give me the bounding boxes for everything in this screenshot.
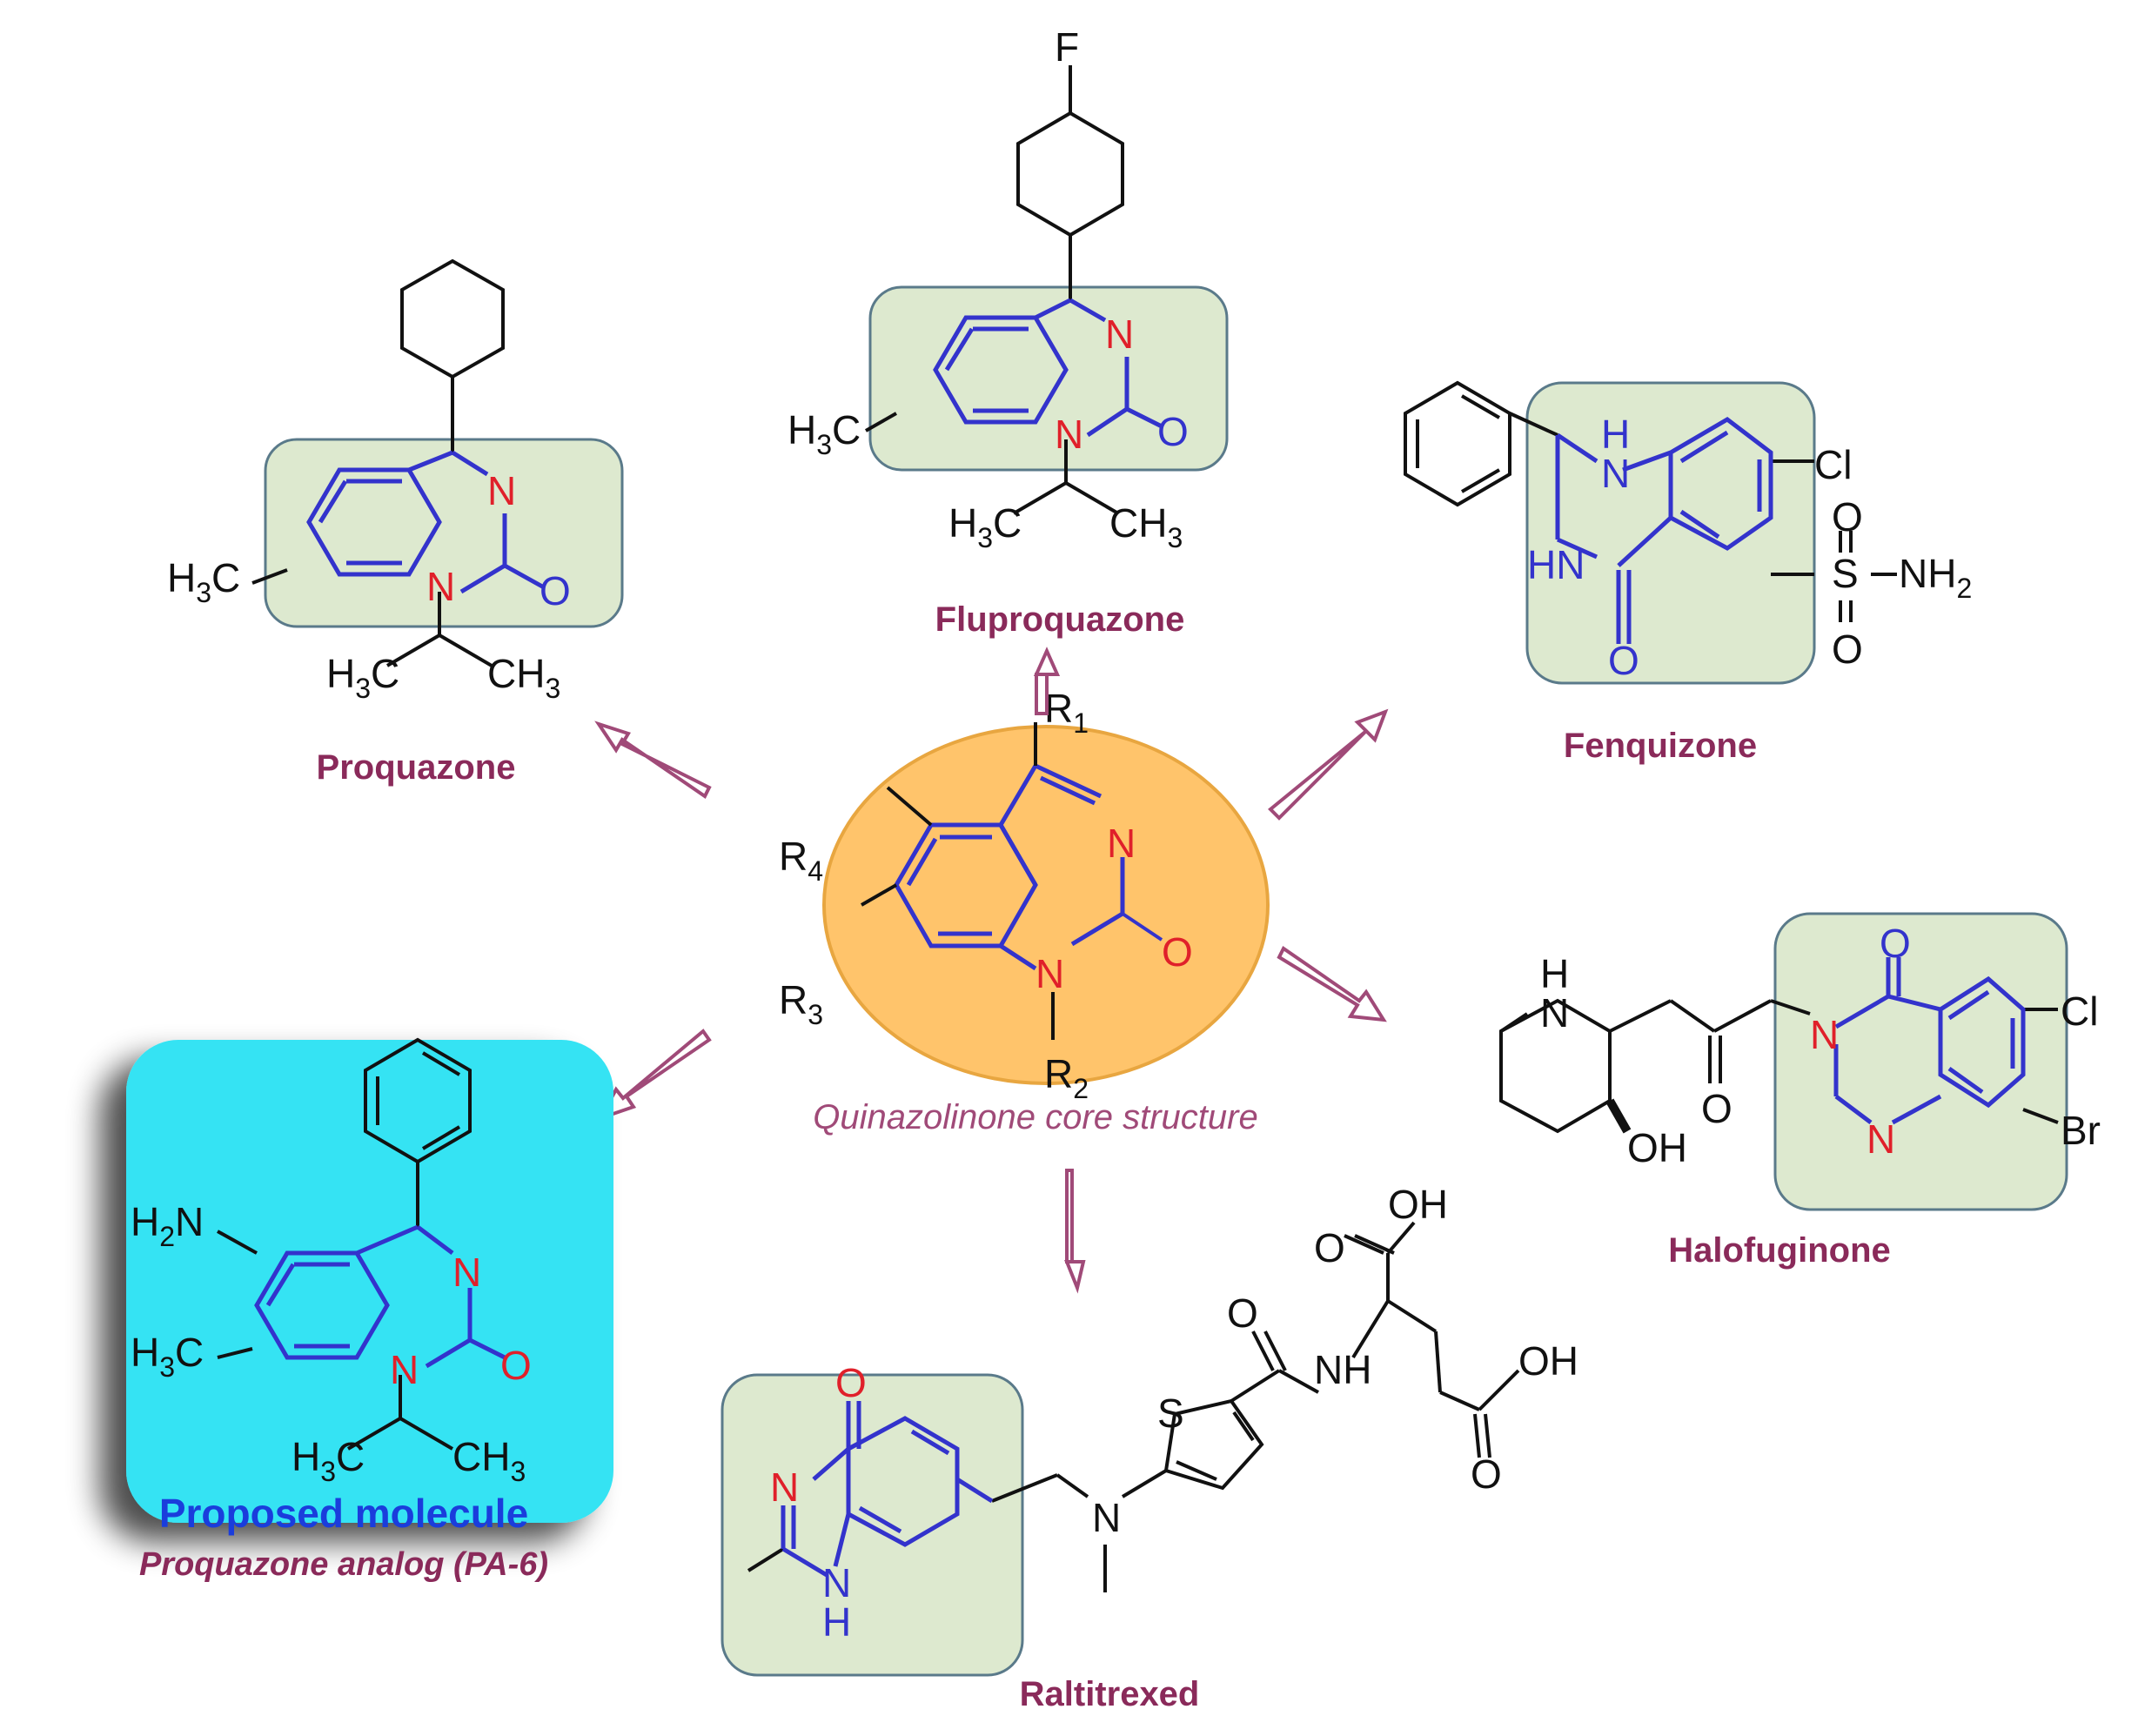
proquazone-name: Proquazone <box>317 748 516 787</box>
arrow-to-fluproquazone <box>1033 647 1061 715</box>
proquazone-ch3-right: CH3 <box>487 651 560 704</box>
core-n3-label: N <box>1107 821 1136 866</box>
fenquizone-o: O <box>1608 638 1639 683</box>
raltitrexed-o4: O <box>835 1360 867 1405</box>
halofuginone-n1: N <box>1867 1116 1895 1162</box>
raltitrexed-h: H <box>822 1599 851 1645</box>
proposed-molecule: H2N N N O H3C H3C CH3 Proposed molecule … <box>126 1037 613 1583</box>
fluproquazone-ch3-left: H3C <box>948 500 1022 553</box>
raltitrexed-o-top: O <box>1314 1225 1345 1270</box>
proposed-subtitle: Proquazone analog (PA-6) <box>139 1546 548 1583</box>
halofuginone-o4: O <box>1880 921 1911 966</box>
fluproquazone-name: Fluproquazone <box>935 600 1185 639</box>
fenquizone-hn: HN <box>1527 542 1585 587</box>
proposed-box <box>126 1040 613 1523</box>
fenquizone-s: S <box>1832 551 1859 596</box>
raltitrexed-n1: N <box>822 1560 851 1605</box>
proposed-h3c: H3C <box>131 1330 204 1383</box>
fluproquazone: F N N O H3C H3C CH3 Fluproquazone <box>788 24 1229 639</box>
fenquizone: H N HN O Cl S NH2 O O Fenquizone <box>1404 380 1972 765</box>
proquazone-h3c: H3C <box>167 555 240 608</box>
proposed-n1: N <box>390 1347 419 1392</box>
core-r4-label: R4 <box>779 834 823 887</box>
core-r1-label: R1 <box>1044 686 1089 739</box>
fluproquazone-n3: N <box>1105 312 1134 357</box>
arrow-to-raltitrexed <box>1064 1169 1086 1294</box>
halofuginone-n3: N <box>1810 1012 1839 1057</box>
raltitrexed-n3: N <box>770 1465 799 1510</box>
core-structure: R1 R4 R3 R2 N N O Quinazolinone core str… <box>779 686 1270 1136</box>
core-n1-label: N <box>1035 951 1064 996</box>
fluproquazone-n1: N <box>1055 412 1083 457</box>
fenquizone-h: H <box>1601 412 1630 457</box>
arrow-to-proquazone <box>594 721 712 799</box>
halofuginone-o-keto: O <box>1701 1086 1733 1131</box>
fluproquazone-f: F <box>1055 24 1079 70</box>
raltitrexed: O N N H N S O NH O OH OH O Raltitrexed <box>720 1182 1578 1713</box>
halofuginone-cl: Cl <box>2061 989 2098 1034</box>
fenquizone-name: Fenquizone <box>1564 727 1757 765</box>
halofuginone-box <box>1773 912 2068 1211</box>
proquazone-o: O <box>540 568 571 613</box>
core-o-label: O <box>1162 929 1193 975</box>
arrow-to-proposed <box>596 1029 712 1122</box>
core-r2-label: R2 <box>1044 1051 1089 1104</box>
halofuginone-h: H <box>1540 951 1569 996</box>
proposed-o: O <box>500 1343 532 1388</box>
arrow-to-halofuginone <box>1277 946 1387 1022</box>
proposed-ch3-left: H3C <box>292 1434 365 1487</box>
core-ellipse <box>822 725 1270 1085</box>
core-rings <box>894 763 1125 971</box>
fluproquazone-o: O <box>1157 409 1189 454</box>
proposed-title: Proposed molecule <box>159 1491 528 1536</box>
raltitrexed-nh: NH <box>1314 1347 1371 1392</box>
raltitrexed-o-amide: O <box>1227 1290 1258 1336</box>
fenquizone-box <box>1525 381 1816 685</box>
fenquizone-n: N <box>1601 451 1630 496</box>
fenquizone-nh2: NH2 <box>1899 551 1972 604</box>
core-caption: Quinazolinone core structure <box>813 1098 1257 1136</box>
proquazone-n3: N <box>487 468 516 513</box>
halofuginone: H N OH O N N O Cl Br Halofuginone <box>1499 912 2101 1270</box>
fenquizone-o-down: O <box>1832 627 1863 672</box>
raltitrexed-s: S <box>1157 1391 1184 1436</box>
proposed-n3: N <box>452 1250 481 1295</box>
halofuginone-oh: OH <box>1627 1125 1687 1170</box>
proquazone-n1: N <box>426 564 455 609</box>
proquazone-ch3-left: H3C <box>326 651 399 704</box>
proquazone: N N O H3C H3C CH3 Proquazone <box>167 258 624 787</box>
raltitrexed-name: Raltitrexed <box>1020 1675 1200 1713</box>
arrows <box>594 647 1389 1294</box>
fenquizone-cl: Cl <box>1814 442 1852 487</box>
fenquizone-o-up: O <box>1832 494 1863 540</box>
arrow-to-fenquizone <box>1268 708 1389 821</box>
proposed-h2n: H2N <box>131 1199 204 1252</box>
raltitrexed-o-right: O <box>1471 1451 1502 1497</box>
raltitrexed-n-methyl: N <box>1092 1495 1121 1540</box>
raltitrexed-oh-right: OH <box>1518 1338 1578 1384</box>
raltitrexed-oh-top: OH <box>1388 1182 1448 1227</box>
core-r3-label: R3 <box>779 977 823 1030</box>
halofuginone-br: Br <box>2061 1108 2101 1153</box>
halofuginone-name: Halofuginone <box>1668 1231 1891 1270</box>
fluproquazone-h3c: H3C <box>788 407 861 460</box>
halofuginone-n-pip: N <box>1540 990 1569 1036</box>
fluproquazone-ch3-right: CH3 <box>1109 500 1183 553</box>
proposed-ch3-right: CH3 <box>452 1434 526 1487</box>
